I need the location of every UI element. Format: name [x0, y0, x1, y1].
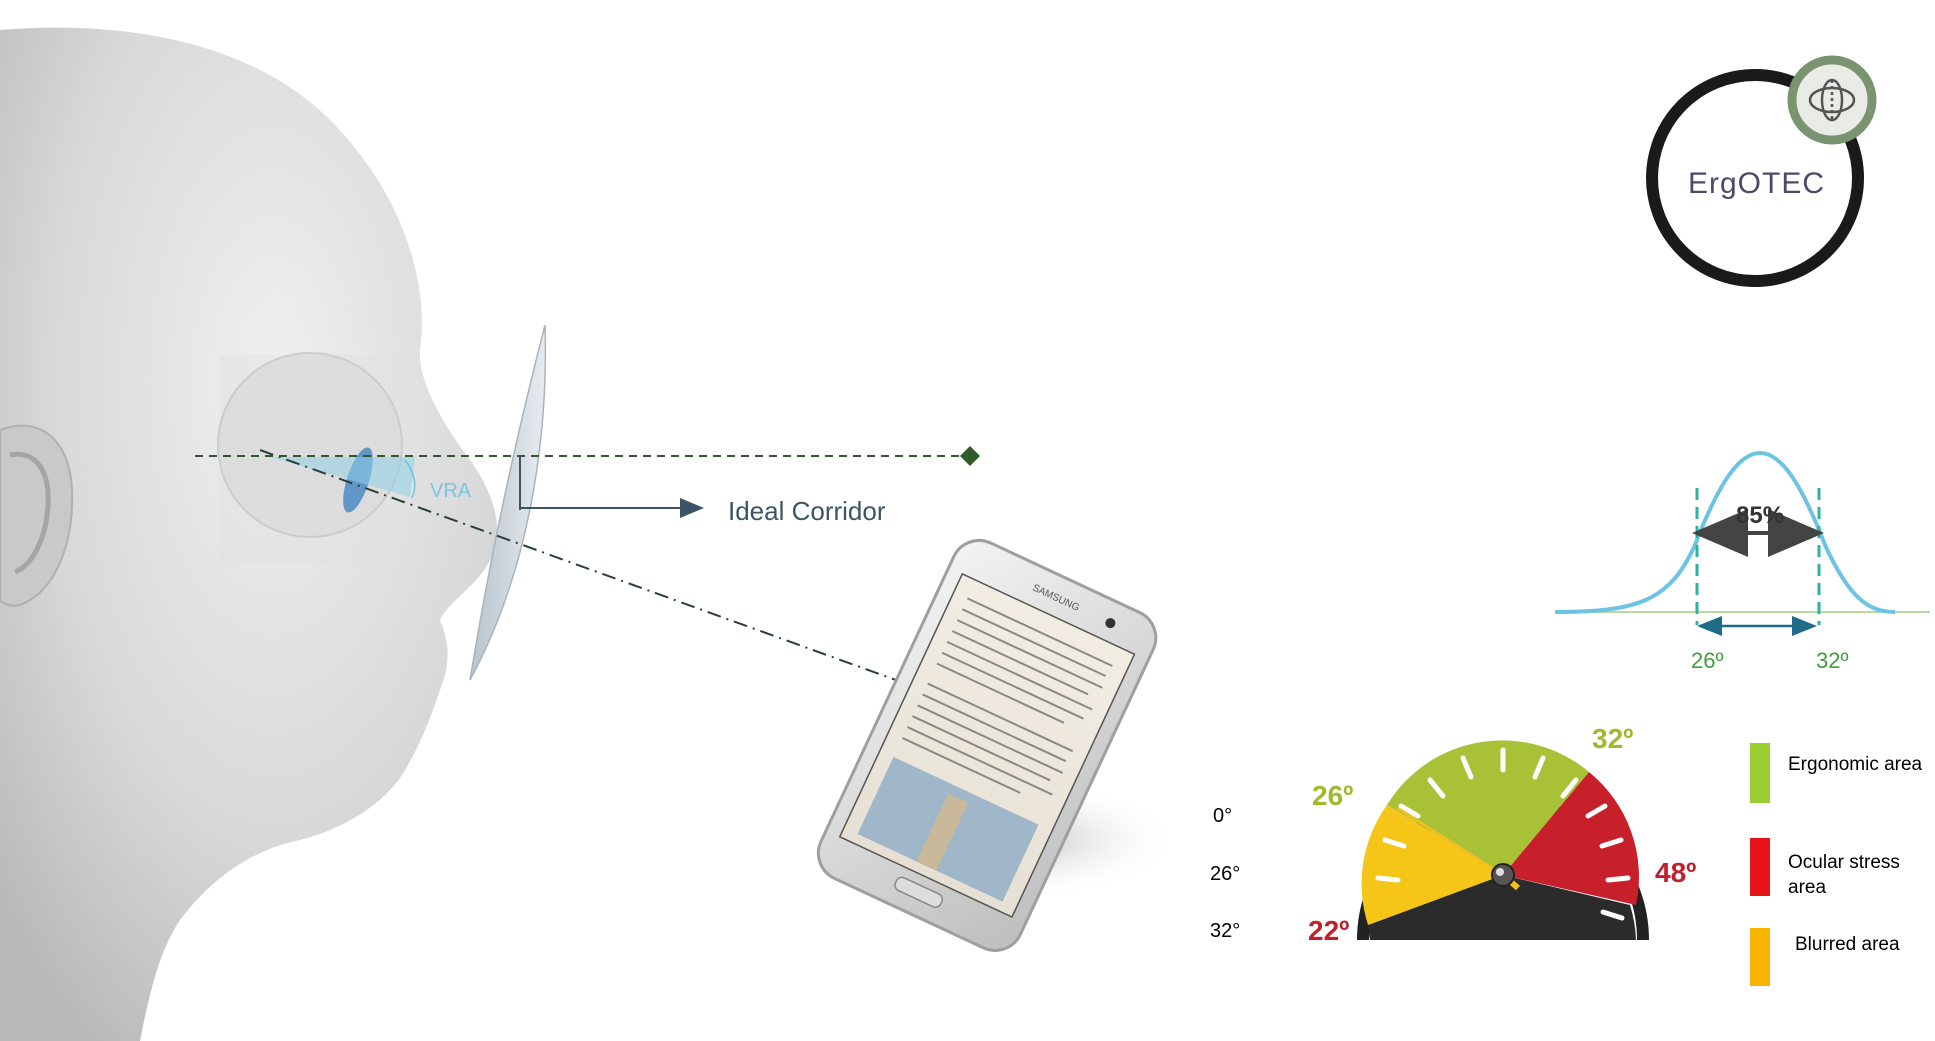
angle-gauge: 22º 26º 32º 48º: [1308, 723, 1696, 946]
legend-label-ergonomic: Ergonomic area: [1788, 754, 1923, 775]
legend-swatch-stress: [1750, 838, 1770, 896]
bell-left-angle: 26º: [1691, 648, 1724, 673]
gauge-hub-highlight: [1496, 868, 1504, 876]
angle-item-0: 0°: [1213, 805, 1232, 827]
legend-label-stress-line2: area: [1788, 877, 1826, 898]
angle-list: 0° 26° 32°: [1210, 805, 1240, 942]
ergotec-logo: ErgOTEC: [1646, 55, 1877, 287]
angle-item-1: 26°: [1210, 863, 1240, 885]
phone-home-button: [894, 876, 944, 908]
ideal-corridor-label: Ideal Corridor: [728, 496, 886, 526]
gaze-line-to-phone: [259, 449, 969, 709]
head-profile-illustration: VRA Ideal Corridor: [0, 27, 980, 1041]
logo-wordmark: ErgOTEC: [1688, 167, 1825, 200]
logo-ring: [1646, 69, 1864, 287]
phone-image-tower: [916, 793, 969, 871]
angle-item-2: 32°: [1210, 920, 1240, 942]
bell-right-angle: 32º: [1816, 648, 1849, 673]
logo-globe-icon: [1808, 78, 1856, 122]
spectacle-lens: [469, 324, 547, 681]
vra-arc: [404, 459, 416, 499]
smartphone-illustration: SAMSUNG: [816, 539, 1180, 952]
gauge-blurred-sector: [1361, 805, 1503, 925]
legend-swatch-blurred: [1750, 928, 1770, 986]
bell-percent-label: 85%: [1736, 502, 1784, 529]
gauge-ticks: [1375, 747, 1631, 921]
legend-label-blurred: Blurred area: [1795, 934, 1900, 955]
legend-label-stress-line1: Ocular stress: [1788, 852, 1900, 873]
phone-text-lines: [901, 597, 1113, 796]
eye-zoom-circle: [217, 352, 403, 538]
gauge-needle: [1396, 806, 1504, 877]
gauge-label-32: 32º: [1592, 723, 1633, 754]
gauge-label-26: 26º: [1312, 780, 1353, 811]
phone-camera: [1105, 618, 1116, 629]
bell-curve-chart: 85% 26º 32º: [1554, 450, 1930, 673]
gauge-hub: [1491, 863, 1515, 887]
ear: [0, 424, 74, 607]
ear-inner: [9, 451, 51, 575]
vra-label: VRA: [430, 480, 472, 502]
gauge-label-22: 22º: [1308, 915, 1349, 946]
legend-swatch-ergonomic: [1750, 743, 1770, 803]
gauge-dark-sector: [1368, 875, 1636, 940]
legend: Ergonomic area Ocular stress area Blurre…: [1750, 743, 1923, 986]
gauge-label-48: 48º: [1655, 857, 1696, 888]
bell-curve-line: [1554, 450, 1896, 614]
